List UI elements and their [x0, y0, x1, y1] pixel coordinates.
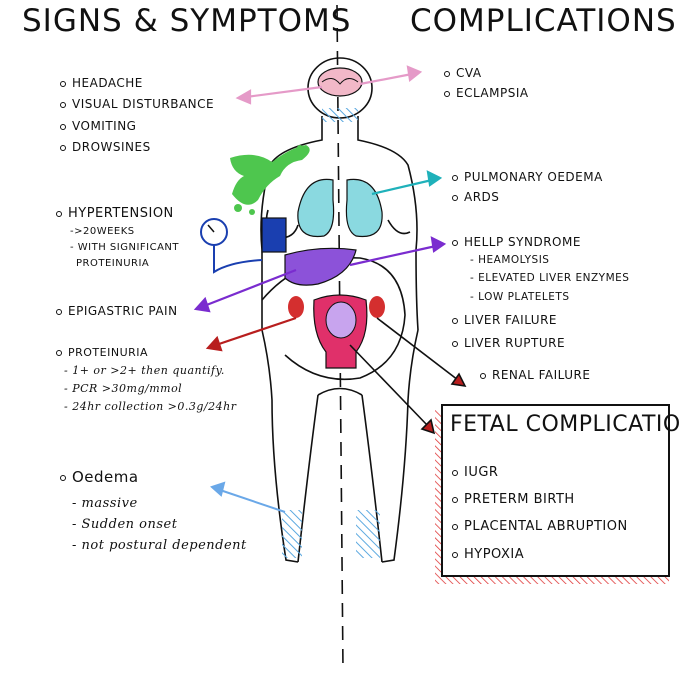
- bp-tube: [214, 245, 262, 272]
- sign-item: HEADACHE: [60, 76, 143, 90]
- vomit-drop-2: [249, 209, 255, 215]
- renal-failure-label: RENAL FAILURE: [480, 368, 590, 382]
- hellp-label: HELLP SYNDROME: [452, 235, 581, 249]
- oedema-label: Oedema: [60, 468, 139, 486]
- hellp-sub: - LOW PLATELETS: [470, 291, 570, 303]
- complications-title: COMPLICATIONS: [410, 3, 677, 39]
- arrow-kidney-left: [208, 318, 296, 350]
- proteinuria-sub: - PCR >30mg/mmol: [64, 382, 182, 395]
- brain-illustration: [318, 68, 362, 96]
- hypertension-label: HYPERTENSION: [56, 206, 174, 221]
- oedema-hatch-right: [356, 510, 380, 558]
- complication-item: CVA: [444, 66, 482, 80]
- sign-item: DROWSINES: [60, 140, 151, 154]
- lung-right: [346, 179, 382, 236]
- oedema-sub: - Sudden onset: [72, 517, 177, 532]
- fetus-illustration: [326, 302, 356, 338]
- vomit-splash: [230, 145, 310, 205]
- fetal-item: HYPOXIA: [452, 547, 524, 562]
- complication-item: ARDS: [452, 190, 499, 204]
- oedema-sub: - not postural dependent: [72, 538, 247, 553]
- arrow-kidney-right: [377, 318, 465, 386]
- eye-area-hatch: [322, 108, 358, 122]
- proteinuria-label: PROTEINURIA: [56, 346, 148, 359]
- arrow-lungs-right: [372, 172, 440, 194]
- hypertension-sub: - WITH SIGNIFICANT: [70, 242, 179, 253]
- arrow-oedema-left: [212, 483, 285, 512]
- arrow-fetus-right: [350, 345, 434, 433]
- fetal-item: IUGR: [452, 465, 498, 480]
- proteinuria-sub: - 24hr collection >0.3g/24hr: [64, 400, 236, 413]
- complication-item: PULMONARY OEDEMA: [452, 170, 603, 184]
- fetal-complications-title: FETAL COMPLICATIONS: [450, 412, 680, 437]
- bp-cuff: [262, 218, 286, 252]
- sign-item: VOMITING: [60, 119, 136, 133]
- kidney-left: [288, 296, 304, 318]
- proteinuria-sub: - 1+ or >2+ then quantify.: [64, 364, 225, 377]
- fetal-item: PLACENTAL ABRUPTION: [452, 519, 628, 534]
- complication-item: ECLAMPSIA: [444, 86, 529, 100]
- complication-item: LIVER FAILURE: [452, 313, 557, 327]
- signs-symptoms-title: SIGNS & SYMPTOMS: [22, 3, 351, 39]
- hellp-sub: - ELEVATED LIVER ENZYMES: [470, 272, 629, 284]
- hypertension-sub: PROTEINURIA: [76, 258, 149, 269]
- sign-item: VISUAL DISTURBANCE: [60, 97, 214, 111]
- fetal-item: PRETERM BIRTH: [452, 492, 575, 507]
- epigastric-pain-label: EPIGASTRIC PAIN: [56, 304, 178, 318]
- vomit-drop-1: [234, 204, 242, 212]
- arrow-liver-right: [350, 238, 444, 265]
- hellp-sub: - HEAMOLYSIS: [470, 254, 549, 266]
- lung-left: [298, 179, 334, 236]
- oedema-hatch-left: [282, 510, 302, 558]
- kidney-right: [369, 296, 385, 318]
- hypertension-sub: ->20WEEKS: [70, 226, 135, 237]
- liver-illustration: [285, 248, 356, 285]
- vomit-drop-3: [297, 145, 303, 151]
- oedema-sub: - massive: [72, 496, 138, 511]
- arrow-liver-left: [196, 270, 296, 311]
- complication-item: LIVER RUPTURE: [452, 336, 565, 350]
